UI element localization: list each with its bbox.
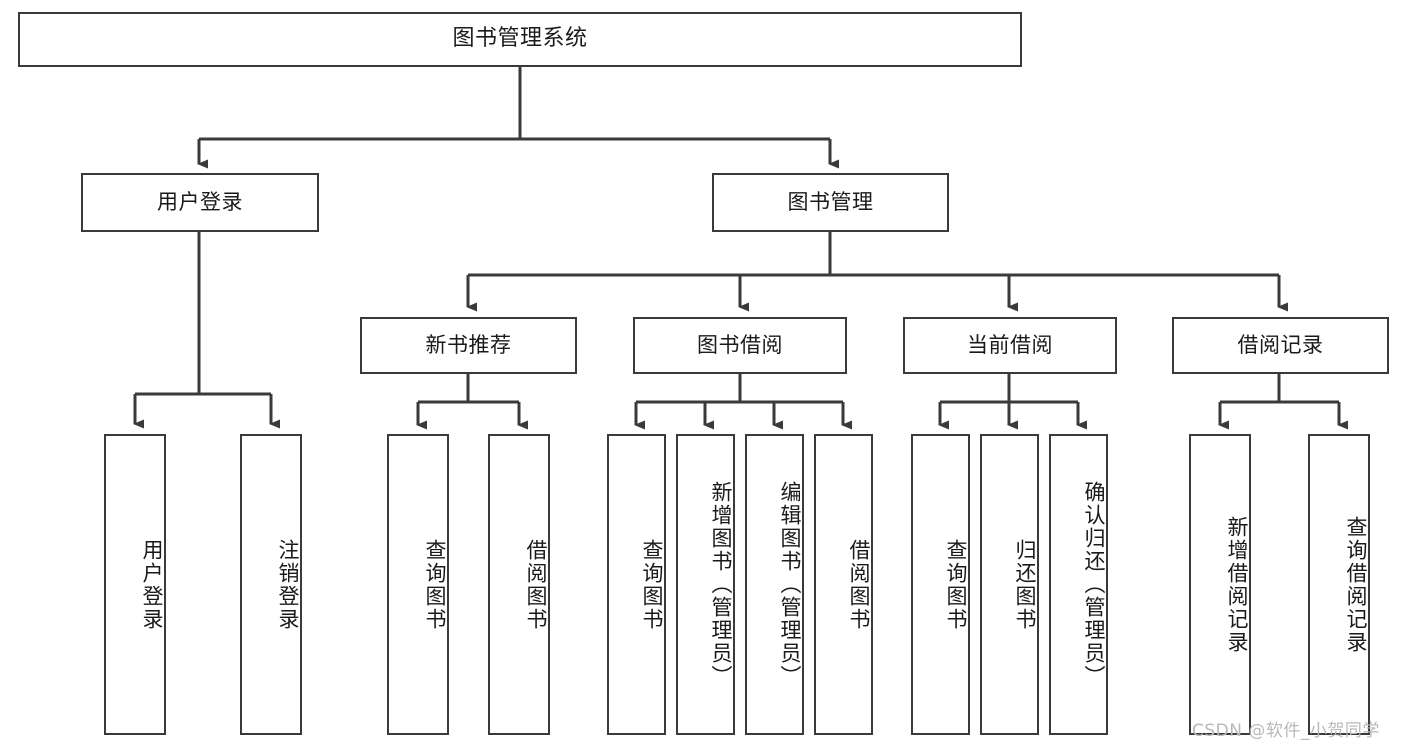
node-leaf-query-book-2[interactable]: 查询图书 (607, 434, 666, 735)
node-borrow-record-label: 借阅记录 (1237, 332, 1324, 357)
node-leaf-query-book-3-label: 查询图书 (944, 538, 968, 631)
node-leaf-borrow-book-1-label: 借阅图书 (524, 538, 548, 631)
node-leaf-logout-login[interactable]: 注销登录 (240, 434, 302, 735)
node-leaf-query-book-2-label: 查询图书 (640, 538, 664, 631)
node-leaf-user-login[interactable]: 用户登录 (104, 434, 166, 735)
node-root[interactable]: 图书管理系统 (18, 12, 1022, 67)
node-book-manage[interactable]: 图书管理 (712, 173, 949, 232)
node-root-label: 图书管理系统 (452, 26, 588, 52)
node-leaf-edit-book[interactable]: 编辑图书（管理员） (745, 434, 804, 735)
node-new-book-rec[interactable]: 新书推荐 (360, 317, 577, 374)
node-user-login[interactable]: 用户登录 (81, 173, 319, 232)
node-leaf-borrow-book-2[interactable]: 借阅图书 (814, 434, 873, 735)
node-leaf-query-book-1[interactable]: 查询图书 (387, 434, 449, 735)
node-new-book-rec-label: 新书推荐 (425, 332, 512, 357)
node-leaf-query-record-label: 查询借阅记录 (1344, 515, 1368, 654)
node-current-borrow-label: 当前借阅 (967, 332, 1053, 357)
node-leaf-edit-book-label: 编辑图书（管理员） (778, 481, 802, 688)
node-leaf-add-book-label: 新增图书（管理员） (709, 481, 733, 688)
node-leaf-confirm-return[interactable]: 确认归还（管理员） (1049, 434, 1108, 735)
node-borrow-record[interactable]: 借阅记录 (1172, 317, 1389, 374)
node-leaf-return-book-label: 归还图书 (1013, 538, 1037, 631)
node-leaf-query-record[interactable]: 查询借阅记录 (1308, 434, 1370, 735)
node-leaf-add-record[interactable]: 新增借阅记录 (1189, 434, 1251, 735)
node-leaf-query-book-3[interactable]: 查询图书 (911, 434, 970, 735)
node-leaf-borrow-book-1[interactable]: 借阅图书 (488, 434, 550, 735)
node-book-manage-label: 图书管理 (787, 189, 874, 214)
node-book-borrow-label: 图书借阅 (697, 332, 783, 357)
node-leaf-return-book[interactable]: 归还图书 (980, 434, 1039, 735)
node-leaf-logout-login-label: 注销登录 (276, 538, 300, 631)
node-leaf-add-book[interactable]: 新增图书（管理员） (676, 434, 735, 735)
node-user-login-label: 用户登录 (157, 189, 243, 214)
node-book-borrow[interactable]: 图书借阅 (633, 317, 847, 374)
node-leaf-borrow-book-2-label: 借阅图书 (847, 538, 871, 631)
node-leaf-add-record-label: 新增借阅记录 (1225, 515, 1249, 654)
node-current-borrow[interactable]: 当前借阅 (903, 317, 1117, 374)
node-leaf-confirm-return-label: 确认归还（管理员） (1082, 481, 1106, 688)
node-leaf-user-login-label: 用户登录 (140, 538, 164, 631)
node-leaf-query-book-1-label: 查询图书 (423, 538, 447, 631)
